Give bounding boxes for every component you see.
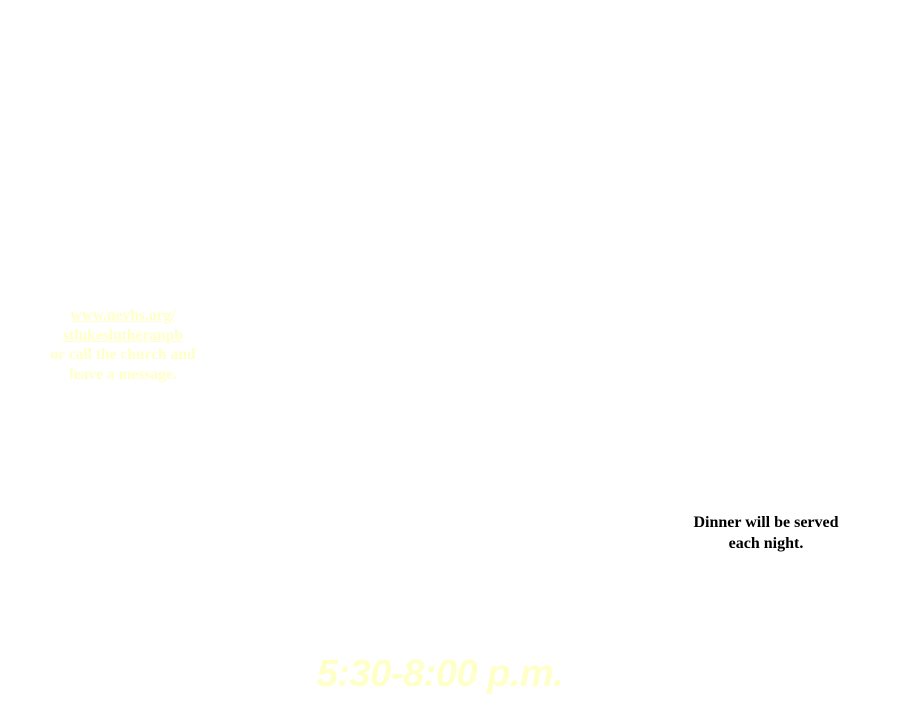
website-link-line-2[interactable]: stlukeslutheranpb: [63, 326, 183, 344]
dinner-line-1: Dinner will be served: [693, 514, 839, 531]
dinner-note: Dinner will be served each night.: [666, 512, 866, 554]
event-time: 5:30-8:00 p.m.: [316, 653, 564, 695]
contact-info: www.nevhs.org/ stlukeslutheranpb or call…: [28, 306, 218, 384]
leave-message-text: leave a message.: [69, 365, 177, 383]
call-church-text: or call the church and: [50, 346, 196, 363]
dinner-line-2: each night.: [728, 535, 804, 552]
website-link-line-1[interactable]: www.nevhs.org/: [70, 307, 176, 324]
